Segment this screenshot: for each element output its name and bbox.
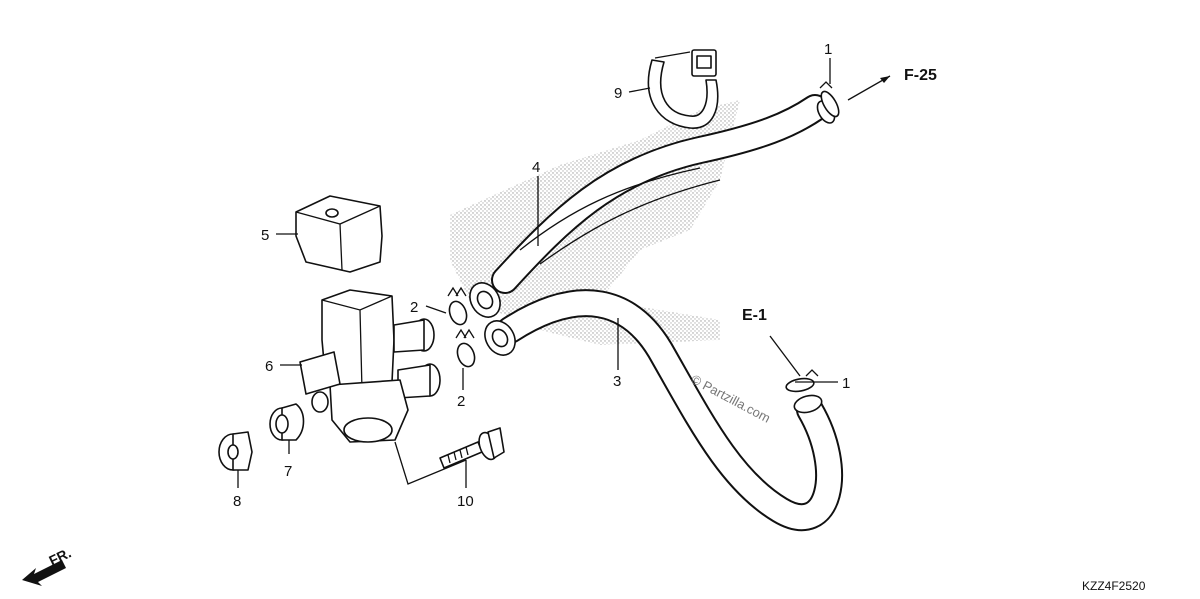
callout-1-lower: 1 (842, 375, 850, 392)
callout-2-upper: 2 (410, 299, 418, 316)
drawing-code: KZZ4F2520 (1082, 579, 1146, 593)
hose-lower-part-3[interactable] (479, 289, 843, 531)
front-direction-arrow: FR. (22, 544, 74, 586)
air-valve-part-6[interactable] (299, 289, 441, 443)
grommet-part-7[interactable] (269, 403, 305, 441)
callout-7: 7 (284, 463, 292, 480)
callout-labels: 1 1 2 2 3 4 5 6 7 8 9 10 (233, 41, 850, 510)
callout-9: 9 (614, 85, 622, 102)
callout-1-upper: 1 (824, 41, 832, 58)
callout-10: 10 (457, 493, 474, 510)
callout-3: 3 (613, 373, 621, 390)
callout-8: 8 (233, 493, 241, 510)
clamp-part-2-upper[interactable] (446, 286, 469, 327)
band-part-9[interactable] (647, 49, 719, 129)
front-label: FR. (46, 544, 73, 568)
callout-5: 5 (261, 227, 269, 244)
bolt-part-10[interactable] (439, 427, 505, 469)
collar-part-8[interactable] (218, 431, 253, 471)
cover-part-5[interactable] (295, 195, 383, 273)
ref-f25[interactable]: F-25 (904, 67, 937, 84)
callout-2-lower: 2 (457, 393, 465, 410)
leader-lines (237, 58, 891, 488)
callout-4: 4 (532, 159, 540, 176)
hose-upper-part-4[interactable] (464, 94, 838, 322)
ref-e1[interactable]: E-1 (742, 307, 767, 324)
callout-6: 6 (265, 358, 273, 375)
clamp-part-1-upper[interactable] (818, 81, 842, 119)
clamp-part-2-lower[interactable] (454, 328, 477, 369)
